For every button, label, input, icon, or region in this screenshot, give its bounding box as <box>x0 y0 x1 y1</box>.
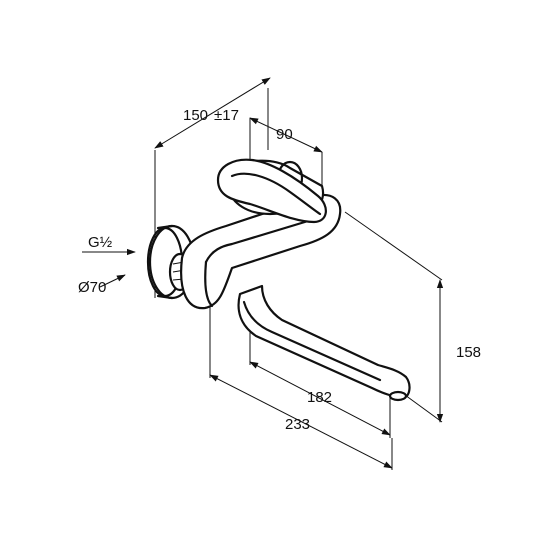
faucet-body <box>180 193 342 310</box>
label-rosette-diameter: Ø70 <box>78 279 106 296</box>
label-lever-width: 90 <box>276 126 293 143</box>
label-overall-reach: 233 <box>285 416 310 433</box>
spout <box>237 284 411 402</box>
label-width-total: 150 <box>183 107 208 124</box>
dimension-90 <box>249 117 323 185</box>
dimension-diameter <box>99 274 126 288</box>
label-spout-reach: 182 <box>307 389 332 406</box>
lever-handle <box>216 158 327 224</box>
label-width-tolerance: ±17 <box>214 107 239 124</box>
dimension-158 <box>344 211 444 423</box>
label-height: 158 <box>456 344 481 361</box>
label-thread: G½ <box>88 234 113 251</box>
